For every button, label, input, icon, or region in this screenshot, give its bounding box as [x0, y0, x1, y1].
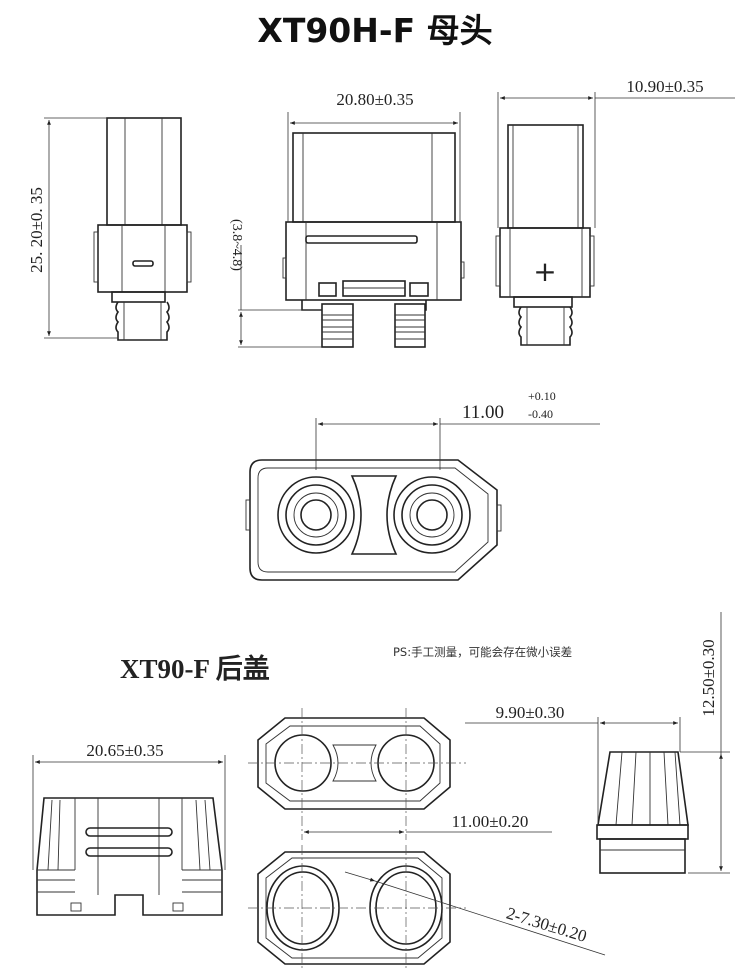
terminal-pin-left [321, 303, 354, 348]
pitch-dimension: 11.00 [462, 402, 504, 423]
measurement-note: PS:手工测量，可能会存在微小误差 [393, 645, 572, 659]
female-mating-face-view: 11.00 +0.10 -0.40 [245, 389, 600, 581]
female-left-side-view: 25. 20±0. 35 [27, 117, 192, 341]
cover-depth-dimension: 9.90±0.30 [496, 703, 565, 722]
rear-cover-title: XT90-F 后盖 [120, 654, 270, 684]
cover-height-dimension: 12.50±0.30 [699, 639, 718, 716]
cover-side-view: 20.65±0.35 [32, 741, 226, 916]
positive-mark: + [533, 255, 556, 288]
height-dimension: 25. 20±0. 35 [27, 187, 46, 273]
page-title: XT90H-F 母头 [257, 11, 492, 50]
terminal-pin-right [394, 303, 426, 348]
pitch-tolerance-upper: +0.10 [528, 389, 556, 403]
width-dimension: 20.80±0.35 [336, 90, 413, 109]
socket-right [393, 476, 471, 554]
negative-slot [132, 260, 154, 267]
female-front-view: 20.80±0.35 (3.8~4.8) [229, 90, 465, 348]
depth-dimension: 10.90±0.35 [626, 77, 703, 96]
cover-bottom-view: 2-7.30±0.20 [248, 845, 606, 970]
pitch-tolerance-lower: -0.40 [528, 407, 553, 421]
female-right-side-view: + 10.90±0.35 [495, 77, 735, 346]
cover-top-view: 11.00±0.20 [248, 708, 552, 840]
socket-left [277, 476, 355, 554]
cover-hole-dimension: 2-7.30±0.20 [504, 904, 589, 946]
cover-width-dimension: 20.65±0.35 [86, 741, 163, 760]
cover-end-view: 9.90±0.30 12.50±0.30 [465, 612, 730, 874]
cover-pitch-dimension: 11.00±0.20 [452, 812, 529, 831]
pin-length-dimension: (3.8~4.8) [229, 219, 244, 271]
